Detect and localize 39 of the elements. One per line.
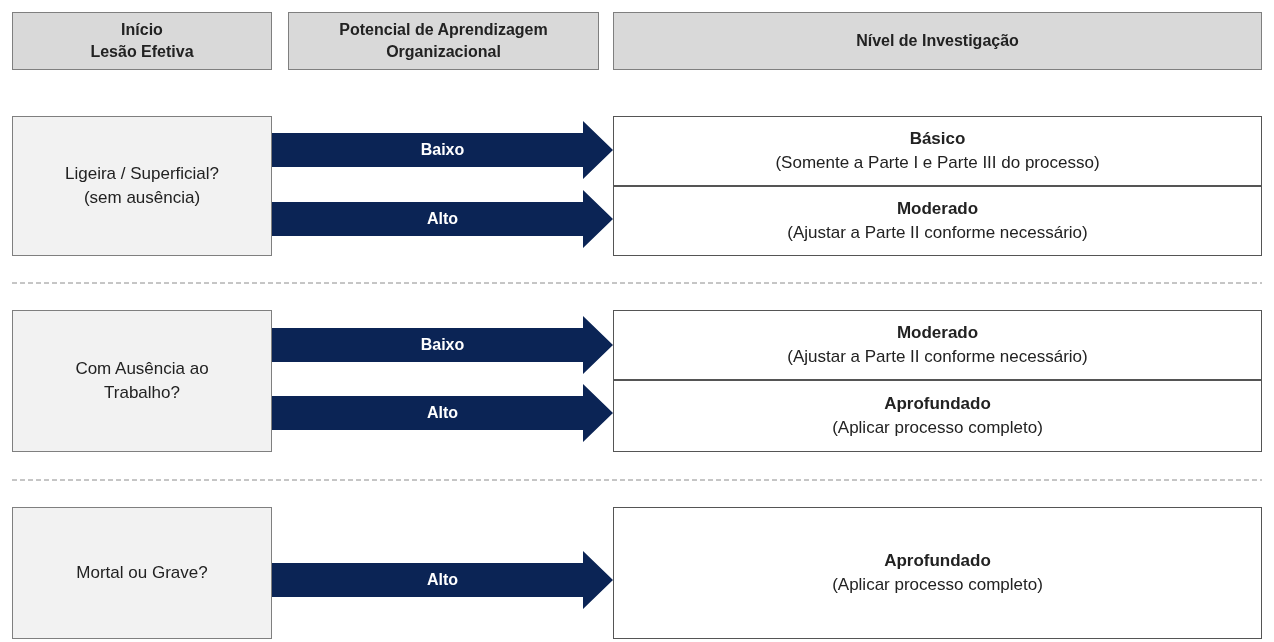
result-box xyxy=(613,186,1262,256)
node-title: Início xyxy=(121,20,163,41)
block-arrow xyxy=(272,551,613,609)
node-title: Com Ausência ao Trabalho? xyxy=(74,358,210,404)
node-title: Nível de Investigação xyxy=(856,31,1019,52)
node-text: (Somente a Parte I e Parte III do processo) xyxy=(775,152,1100,174)
block-arrow xyxy=(272,190,613,248)
node-text: (Ajustar a Parte II conforme necessário) xyxy=(787,346,1088,368)
node-title: Moderado xyxy=(896,322,979,345)
column-header xyxy=(288,12,599,70)
edge-label: Alto xyxy=(426,571,459,589)
result-box xyxy=(613,380,1262,452)
edge-label: Alto xyxy=(426,210,459,228)
node-title: Aprofundado xyxy=(884,393,991,416)
column-header xyxy=(613,12,1262,70)
category-box xyxy=(12,116,272,256)
edge-label: Baixo xyxy=(420,141,465,159)
result-box xyxy=(613,116,1262,186)
node-title: Ligeira / Superficial? xyxy=(65,163,219,186)
block-arrow xyxy=(272,384,613,442)
node-title: Mortal ou Grave? xyxy=(76,562,208,585)
node-title: Moderado xyxy=(896,198,979,221)
category-box xyxy=(12,507,272,639)
column-header xyxy=(12,12,272,70)
node-text: (sem ausência) xyxy=(83,187,201,209)
edge-label: Alto xyxy=(426,404,459,422)
node-title: Aprofundado xyxy=(884,550,991,573)
edge-label: Baixo xyxy=(420,336,465,354)
node-text: (Aplicar processo completo) xyxy=(832,417,1043,439)
node-text: (Ajustar a Parte II conforme necessário) xyxy=(787,222,1088,244)
block-arrow xyxy=(272,316,613,374)
result-box xyxy=(613,507,1262,639)
result-box xyxy=(613,310,1262,380)
block-arrow xyxy=(272,121,613,179)
node-title: Básico xyxy=(909,128,966,151)
category-box xyxy=(12,310,272,452)
node-title: Potencial de Aprendizagem Organizacional xyxy=(338,20,549,62)
node-text: Lesão Efetiva xyxy=(90,42,194,62)
node-text: (Aplicar processo completo) xyxy=(832,574,1043,596)
